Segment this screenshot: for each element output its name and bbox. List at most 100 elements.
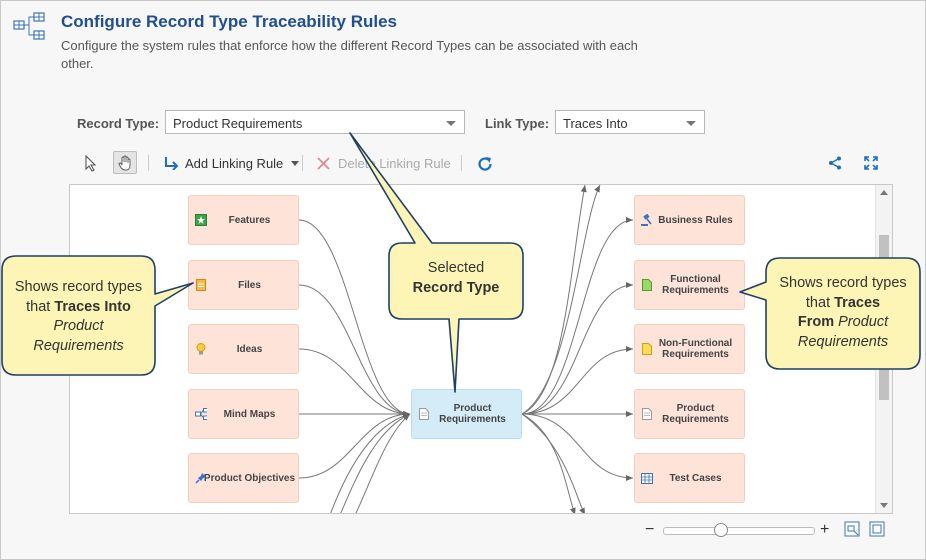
node-label: Business Rules <box>658 214 733 226</box>
link-type-label: Link Type: <box>485 116 550 131</box>
expand-icon <box>864 156 878 170</box>
callout-text-part: Shows record types that <box>14 279 143 315</box>
edge-from-center <box>521 413 576 513</box>
node-test-cases[interactable]: Test Cases <box>634 453 745 503</box>
gavel-icon <box>641 214 653 226</box>
node-non-functional-requirements[interactable]: Non-Functional Requirements <box>634 324 745 374</box>
node-label: Product Objectives <box>203 472 296 484</box>
node-product-objectives[interactable]: Product Objectives <box>188 453 299 503</box>
node-functional-requirements[interactable]: Functional Requirements <box>634 260 745 310</box>
edge-from-center <box>521 217 634 415</box>
node-label: Non-Functional Requirements <box>658 338 733 360</box>
link-type-value: Traces Into <box>563 116 628 131</box>
toolbar-divider <box>302 155 303 171</box>
edge-from-center <box>521 185 601 415</box>
edge-into-center <box>298 411 411 479</box>
fit-screen-icon <box>869 521 885 537</box>
chevron-down-icon <box>446 121 456 126</box>
zoom-slider[interactable] <box>663 527 815 535</box>
node-label: Files <box>238 279 261 291</box>
document-icon <box>641 408 653 420</box>
zoom-out-button[interactable]: − <box>645 521 655 538</box>
grid-icon <box>641 472 653 484</box>
share-button[interactable] <box>826 154 844 172</box>
callout-text-bold: From <box>797 314 835 330</box>
callout-text-part: Selected <box>427 260 485 276</box>
fullscreen-button[interactable] <box>862 154 880 172</box>
node-label: Product Requirements <box>662 403 729 425</box>
node-product-requirements[interactable]: Product Requirements <box>634 389 745 439</box>
edge-from-center <box>521 346 634 415</box>
callout-text-bold: Record Type <box>412 279 500 296</box>
scroll-up-arrow[interactable] <box>880 190 888 195</box>
delete-linking-rule-button[interactable]: Delete Linking Rule <box>316 150 451 176</box>
fit-to-screen-button[interactable] <box>869 521 885 537</box>
scroll-down-arrow[interactable] <box>880 503 888 508</box>
node-mind-maps[interactable]: Mind Maps <box>188 389 299 439</box>
edge-into-center <box>355 413 411 513</box>
add-linking-rule-label: Add Linking Rule <box>185 155 284 171</box>
record-type-select[interactable]: Product Requirements <box>165 110 465 134</box>
select-pointer-button[interactable] <box>80 152 102 174</box>
diagram-canvas[interactable]: Features Files Ideas Mind Maps Product O… <box>69 184 893 514</box>
node-business-rules[interactable]: Business Rules <box>634 195 745 245</box>
delete-linking-rule-label: Delete Linking Rule <box>338 155 451 171</box>
document-icon <box>418 408 430 420</box>
node-label: Mind Maps <box>223 408 276 420</box>
callout-text-part: Shows record types that <box>779 275 907 311</box>
delete-x-icon <box>317 156 330 170</box>
node-label: Ideas <box>236 343 263 355</box>
fit-selection-icon <box>844 521 860 537</box>
pan-hand-button[interactable] <box>113 151 137 174</box>
refresh-button[interactable] <box>474 153 496 175</box>
callout-text-bold: Traces Into <box>54 298 131 315</box>
fit-selection-button[interactable] <box>844 521 860 537</box>
node-files[interactable]: Files <box>188 260 299 310</box>
refresh-icon <box>478 157 492 171</box>
callout-text-italic: Product Requirements <box>797 314 889 350</box>
link-arrow-icon <box>165 157 179 170</box>
edge-into-center <box>298 348 411 417</box>
page-title: Configure Record Type Traceability Rules <box>61 12 397 31</box>
link-type-select[interactable]: Traces Into <box>555 110 705 134</box>
green-document-icon <box>641 279 653 291</box>
node-product-requirements-selected[interactable]: Product Requirements <box>411 389 522 439</box>
pointer-icon <box>85 154 97 172</box>
toolbar-divider <box>148 155 149 171</box>
chevron-down-icon <box>291 160 300 166</box>
zoom-slider-handle[interactable] <box>714 523 728 537</box>
file-icon <box>195 279 207 291</box>
yellow-document-icon <box>641 343 653 355</box>
edge-into-center <box>298 219 411 417</box>
page-description: Configure the system rules that enforce … <box>61 38 638 71</box>
pin-icon <box>195 472 207 484</box>
share-icon <box>829 156 841 170</box>
node-label: Product Requirements <box>439 403 506 425</box>
record-type-label: Record Type: <box>77 116 160 131</box>
zoom-in-button[interactable]: + <box>820 521 830 538</box>
edge-from-center <box>521 282 634 415</box>
node-label: Test Cases <box>669 472 722 484</box>
node-ideas[interactable]: Ideas <box>188 324 299 374</box>
chevron-down-icon <box>686 121 696 126</box>
lightbulb-icon <box>195 343 207 355</box>
toolbar-divider <box>461 155 462 171</box>
hand-icon <box>118 155 130 170</box>
mind-map-icon <box>195 408 207 420</box>
node-label: Features <box>228 214 271 226</box>
callout-text-bold: Traces <box>834 294 881 311</box>
edge-into-center <box>330 412 411 513</box>
node-features[interactable]: Features <box>188 195 299 245</box>
edge-from-center <box>521 185 587 415</box>
edge-from-center <box>521 413 634 481</box>
add-linking-rule-button[interactable]: Add Linking Rule <box>163 150 300 176</box>
node-label: Functional Requirements <box>662 274 729 296</box>
callout-text-italic: Product Requirements <box>33 318 124 354</box>
edge-from-center <box>521 413 585 513</box>
features-icon <box>195 214 207 226</box>
record-type-value: Product Requirements <box>173 116 303 131</box>
edge-into-center <box>298 284 411 417</box>
